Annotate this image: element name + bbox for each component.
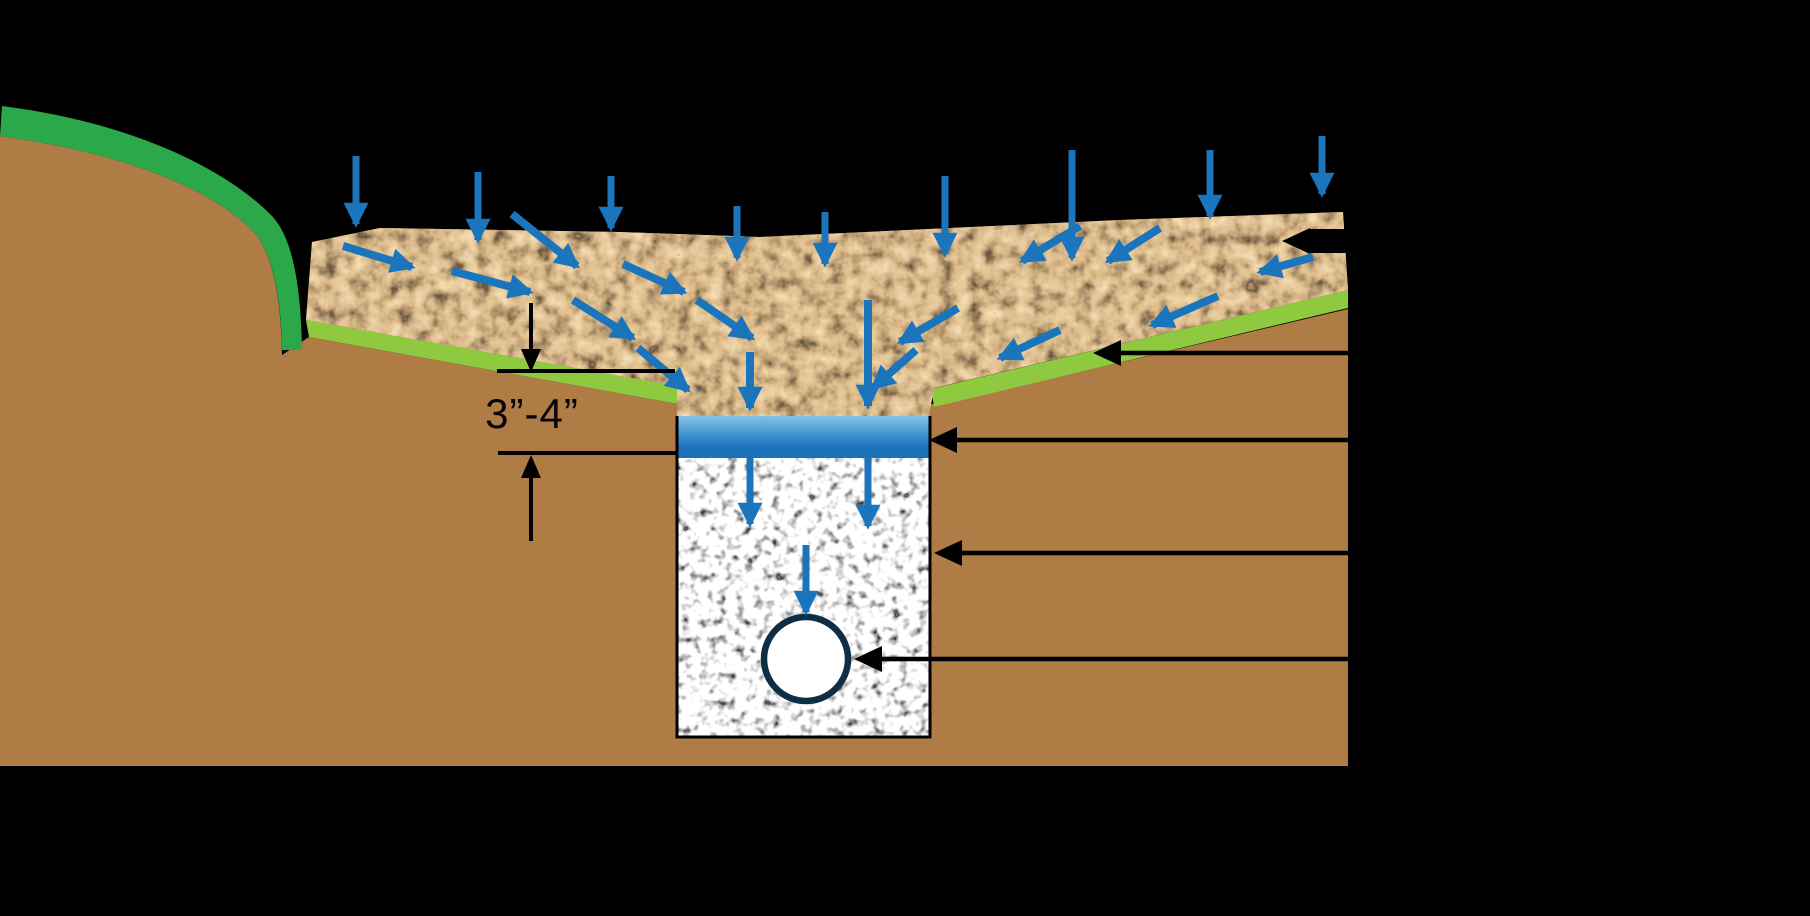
infiltration-arrow — [1256, 253, 1315, 279]
leader-arrows — [854, 228, 1795, 672]
infiltration-arrow — [1104, 224, 1163, 265]
leader-gravel — [934, 540, 1795, 566]
up-arrow-icon — [521, 455, 541, 478]
leader-mulch — [1282, 228, 1795, 254]
mouth-arrows — [737, 300, 881, 412]
left-arrow-icon — [1282, 228, 1310, 254]
infiltration-arrow — [509, 210, 580, 270]
gravel-arrows — [737, 458, 881, 616]
infiltration-arrow — [570, 296, 637, 342]
left-arrow-icon — [929, 427, 957, 453]
depth-label: 3”-4” — [485, 390, 579, 437]
infiltration-arrow — [1018, 222, 1083, 265]
right-grass-strip — [931, 290, 1348, 407]
infiltration-arrow — [450, 267, 534, 299]
infiltration-arrows-left — [341, 210, 756, 394]
infiltration-arrow — [341, 242, 416, 273]
infiltration-arrow — [870, 347, 919, 391]
leader-grass — [1093, 340, 1795, 366]
infiltration-arrow — [1148, 292, 1220, 329]
left-arrow-icon — [854, 646, 882, 672]
leader-sand-band — [929, 427, 1795, 453]
sand-filter-band — [677, 416, 930, 458]
leader-pipe — [854, 646, 1795, 672]
left-arrow-icon — [934, 540, 962, 566]
infiltration-arrow — [896, 304, 961, 346]
trench-outline — [675, 416, 932, 739]
rain-arrows — [343, 136, 1335, 268]
down-arrow-icon — [521, 349, 541, 372]
left-arrow-icon — [1093, 340, 1121, 366]
hill-turf-layer — [0, 106, 302, 350]
infiltration-arrow — [694, 296, 756, 342]
perforated-pipe — [760, 613, 852, 705]
left-grass-strip — [306, 320, 678, 404]
infiltration-arrow — [621, 260, 688, 296]
depth-dimension: 3”-4” — [485, 303, 677, 541]
infiltration-arrow — [996, 326, 1062, 362]
infiltration-arrows-right — [870, 222, 1315, 391]
